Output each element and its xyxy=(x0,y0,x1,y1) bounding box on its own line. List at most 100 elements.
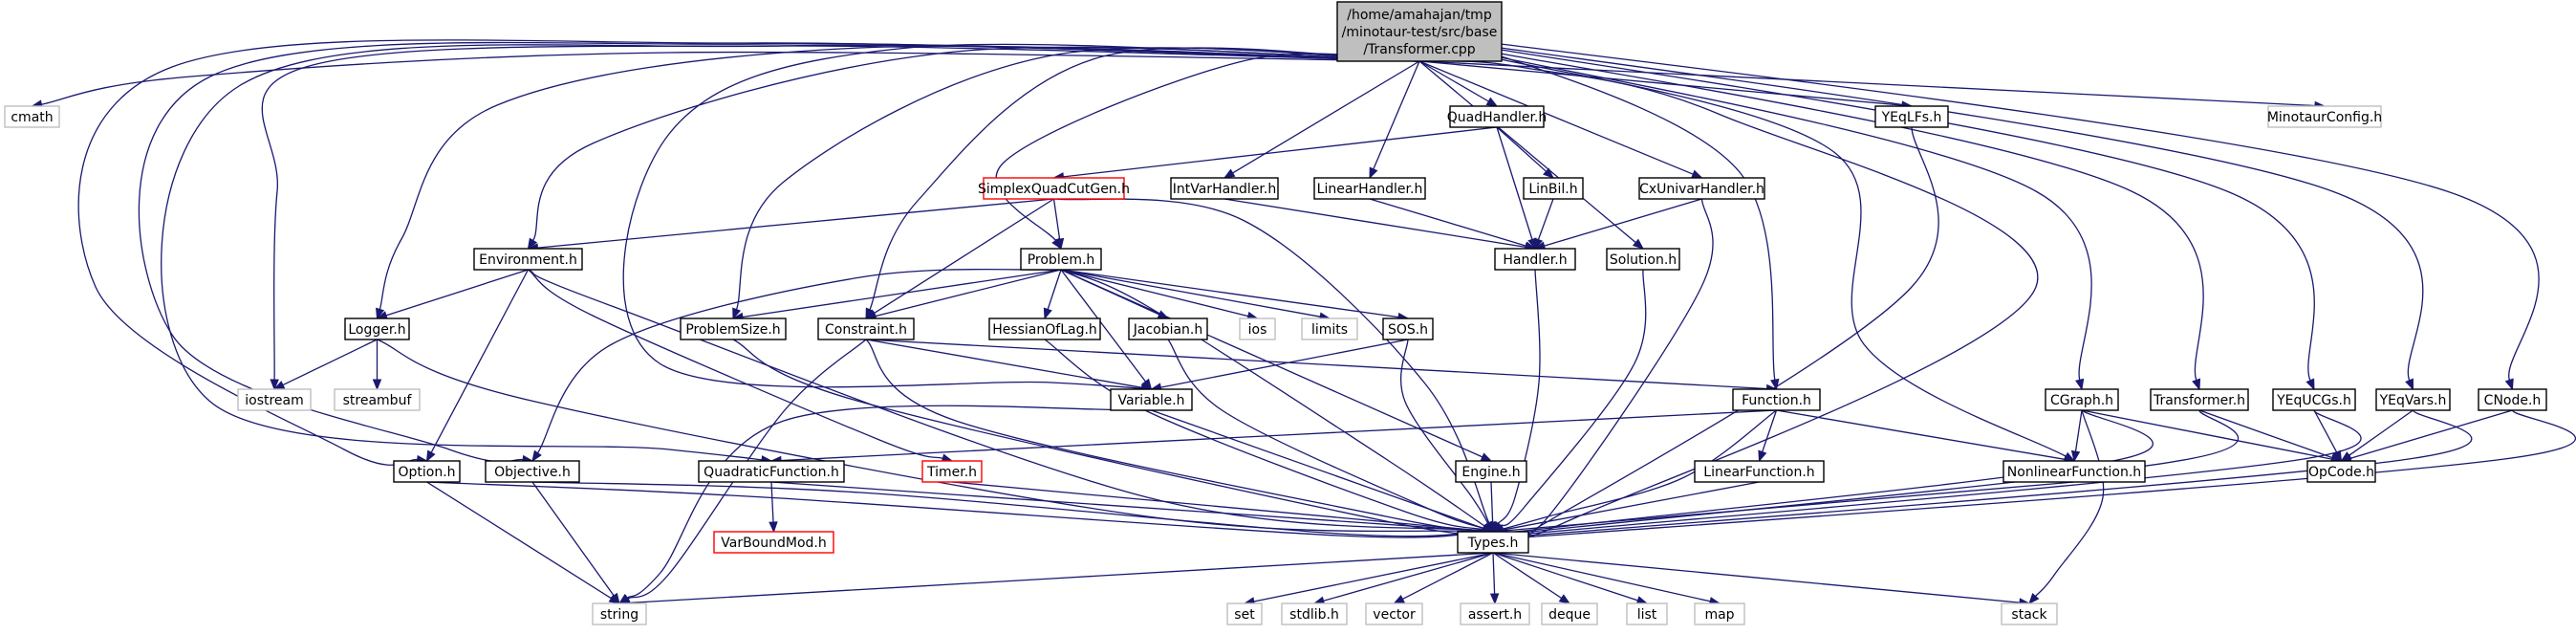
node-cgraph[interactable]: CGraph.h xyxy=(2045,388,2119,411)
edge-line xyxy=(1407,39,2424,381)
edge-variable-to-types xyxy=(1151,409,1495,533)
node-problem[interactable]: Problem.h xyxy=(1020,248,1102,271)
node-root[interactable]: /home/amahajan/tmp/minotaur-test/src/bas… xyxy=(1336,1,1503,62)
node-logger[interactable]: Logger.h xyxy=(344,318,410,340)
edge-line xyxy=(2349,409,2513,459)
edge-objective-to-string xyxy=(531,481,620,605)
node-label: CxUnivarHandler.h xyxy=(1639,182,1764,197)
node-list: list xyxy=(1626,602,1668,625)
edge-line xyxy=(528,269,1484,532)
node-label: /Transformer.cpp xyxy=(1363,42,1475,57)
node-label: Problem.h xyxy=(1028,252,1095,268)
node-quadhandler[interactable]: QuadHandler.h xyxy=(1447,105,1548,128)
edge-line xyxy=(282,339,378,386)
edge-root-to-iostream xyxy=(261,45,1420,391)
edge-environment-to-timer xyxy=(528,269,954,463)
node-environment[interactable]: Environment.h xyxy=(473,248,583,271)
node-nonlinearfunction[interactable]: NonlinearFunction.h xyxy=(2002,460,2146,483)
edge-line xyxy=(1537,198,1554,240)
edge-line xyxy=(628,552,1494,604)
node-box xyxy=(1874,105,1949,128)
edge-line xyxy=(1053,198,1490,524)
edge-line xyxy=(1762,409,1778,452)
edge-line xyxy=(626,405,1152,599)
edge-problem-to-problemsize xyxy=(731,269,1062,322)
node-problemsize[interactable]: ProblemSize.h xyxy=(680,318,787,340)
node-label: Transformer.h xyxy=(2153,393,2245,408)
edge-function-to-nonlinearfunction xyxy=(1776,409,2076,464)
node-hessianoflag[interactable]: HessianOfLag.h xyxy=(988,318,1101,340)
node-objective[interactable]: Objective.h xyxy=(485,460,580,483)
edge-line xyxy=(1492,552,1496,595)
node-varboundmod[interactable]: VarBoundMod.h xyxy=(713,531,834,554)
node-streambuf: streambuf xyxy=(334,388,421,411)
edge-line xyxy=(379,45,1420,310)
node-solution[interactable]: Solution.h xyxy=(1606,248,1680,271)
node-transformerh[interactable]: Transformer.h xyxy=(2150,388,2249,411)
node-constraint[interactable]: Constraint.h xyxy=(817,318,915,340)
node-linbil[interactable]: LinBil.h xyxy=(1523,177,1584,200)
node-cxunivarhandler[interactable]: CxUnivarHandler.h xyxy=(1638,177,1765,200)
node-linearfunction[interactable]: LinearFunction.h xyxy=(1694,460,1825,483)
node-vector: vector xyxy=(1365,602,1423,625)
edge-jacobian-to-types xyxy=(1167,339,1495,533)
node-intvarhandler[interactable]: IntVarHandler.h xyxy=(1170,177,1279,200)
edge-line xyxy=(2349,409,2414,456)
edge-environment-to-option xyxy=(425,269,530,463)
node-opcode[interactable]: OpCode.h xyxy=(2306,460,2376,483)
node-label: Variable.h xyxy=(1117,393,1184,408)
node-yequcgs[interactable]: YEqUCGs.h xyxy=(2272,388,2356,411)
node-box xyxy=(921,460,983,483)
edge-line xyxy=(1418,51,1776,381)
node-linearhandler[interactable]: LinearHandler.h xyxy=(1313,177,1426,200)
edge-line xyxy=(1502,409,1777,530)
node-handler[interactable]: Handler.h xyxy=(1494,248,1576,271)
edge-line xyxy=(430,269,530,453)
node-label: set xyxy=(1234,607,1255,623)
edge-arrowhead xyxy=(372,379,382,391)
node-label: assert.h xyxy=(1468,607,1522,623)
edge-option-to-string xyxy=(426,481,621,604)
edge-line xyxy=(1402,552,1494,600)
edge-line xyxy=(1418,60,2039,542)
node-yeqlfs[interactable]: YEqLFs.h xyxy=(1874,105,1949,128)
node-label: YEqVars.h xyxy=(2379,393,2447,408)
edge-logger-to-iostream xyxy=(272,339,378,390)
node-cnode[interactable]: CNode.h xyxy=(2478,388,2547,411)
node-types[interactable]: Types.h xyxy=(1457,531,1529,554)
edge-line xyxy=(1418,60,1489,102)
node-jacobian[interactable]: Jacobian.h xyxy=(1128,318,1208,340)
node-variable[interactable]: Variable.h xyxy=(1110,388,1193,411)
node-timer[interactable]: Timer.h xyxy=(921,460,983,483)
edge-constraint-to-function xyxy=(865,339,1778,394)
node-label: LinBil.h xyxy=(1528,182,1577,197)
node-sos[interactable]: SOS.h xyxy=(1382,318,1434,340)
node-label: streambuf xyxy=(343,393,413,408)
node-box xyxy=(713,531,834,554)
nodes-layer: /home/amahajan/tmp/minotaur-test/src/bas… xyxy=(4,1,2547,625)
edge-line xyxy=(865,339,1767,390)
edge-root-to-cgraph xyxy=(1418,48,2092,391)
node-option[interactable]: Option.h xyxy=(393,460,461,483)
edge-line xyxy=(2081,409,2332,460)
node-box xyxy=(1365,602,1423,625)
edge-line xyxy=(865,339,1142,388)
node-engine[interactable]: Engine.h xyxy=(1455,460,1527,483)
node-quadraticfunction[interactable]: QuadraticFunction.h xyxy=(698,460,845,483)
node-yeqvars[interactable]: YEqVars.h xyxy=(2375,388,2451,411)
node-label: Function.h xyxy=(1742,393,1811,408)
node-function[interactable]: Function.h xyxy=(1732,388,1821,411)
node-simplexquadcutgen[interactable]: SimplexQuadCutGen.h xyxy=(978,177,1130,200)
edge-root-to-linearhandler xyxy=(1369,60,1420,180)
edge-root-to-cmath xyxy=(31,51,1420,109)
edge-root-to-problemsize xyxy=(732,47,1420,320)
edge-line xyxy=(869,47,1420,311)
edge-line xyxy=(1496,126,1533,240)
node-label: Timer.h xyxy=(926,465,977,480)
node-label: iostream xyxy=(245,393,304,408)
node-box xyxy=(393,460,461,483)
edge-line xyxy=(1492,552,2021,603)
node-label: CNode.h xyxy=(2484,393,2542,408)
node-box xyxy=(1449,105,1545,128)
node-box xyxy=(592,602,647,625)
